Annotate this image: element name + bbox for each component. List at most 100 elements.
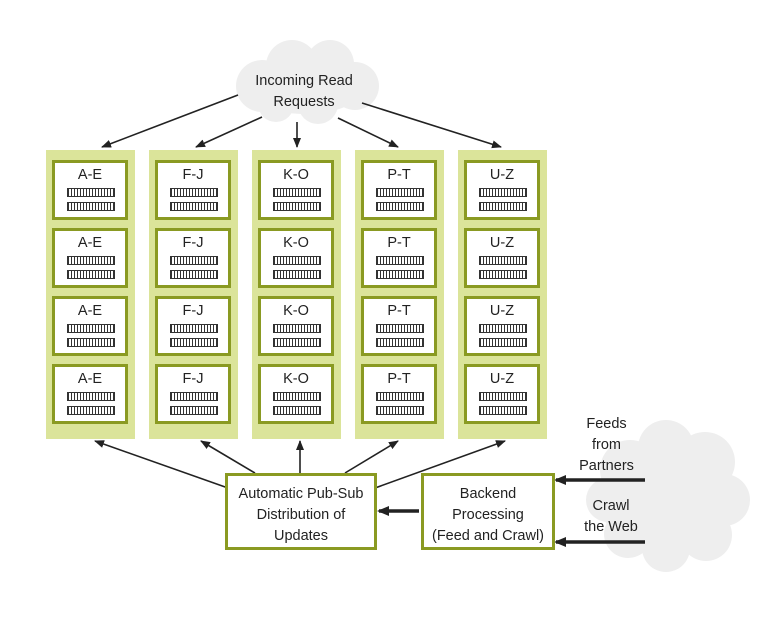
server-label: F-J bbox=[182, 371, 204, 387]
disk-icon bbox=[376, 202, 424, 211]
disk-icon bbox=[273, 324, 321, 333]
disk-icon bbox=[479, 392, 527, 401]
server-label: U-Z bbox=[489, 371, 515, 387]
disk-icon bbox=[376, 256, 424, 265]
disk-icon bbox=[67, 270, 115, 279]
server-label: A-E bbox=[77, 235, 103, 251]
disk-icon bbox=[67, 202, 115, 211]
server-replica[interactable]: F-J bbox=[155, 160, 231, 220]
disk-icon bbox=[479, 324, 527, 333]
pubsub-line3: Updates bbox=[273, 528, 328, 544]
backend-line2: Processing bbox=[452, 507, 524, 523]
disk-icon bbox=[67, 324, 115, 333]
server-replica[interactable]: K-O bbox=[258, 228, 334, 288]
disk-icon bbox=[479, 338, 527, 347]
disk-icon bbox=[170, 406, 218, 415]
disk-icon bbox=[376, 188, 424, 197]
thick-arrows bbox=[377, 475, 645, 547]
server-label: A-E bbox=[77, 371, 103, 387]
disk-icon bbox=[67, 256, 115, 265]
server-label: U-Z bbox=[489, 235, 515, 251]
server-replica[interactable]: U-Z bbox=[464, 296, 540, 356]
disk-icon bbox=[273, 406, 321, 415]
disk-icon bbox=[479, 256, 527, 265]
read-requests-cloud bbox=[236, 40, 379, 124]
disk-icon bbox=[479, 188, 527, 197]
read-requests-line2: Requests bbox=[273, 94, 335, 110]
pubsub-box[interactable]: Automatic Pub-Sub Distribution of Update… bbox=[225, 473, 377, 550]
feeds-label: Feeds from Partners bbox=[570, 414, 643, 477]
server-label: P-T bbox=[387, 371, 411, 387]
server-label: F-J bbox=[182, 303, 204, 319]
server-replica[interactable]: K-O bbox=[258, 160, 334, 220]
disk-icon bbox=[376, 406, 424, 415]
server-replica[interactable]: U-Z bbox=[464, 364, 540, 424]
server-label: A-E bbox=[77, 303, 103, 319]
disk-icon bbox=[170, 256, 218, 265]
shard-column-1: F-J F-J F-J F-J bbox=[149, 150, 238, 439]
server-replica[interactable]: K-O bbox=[258, 364, 334, 424]
disk-icon bbox=[376, 324, 424, 333]
disk-icon bbox=[67, 188, 115, 197]
feeds-line3: Partners bbox=[579, 458, 634, 474]
shard-column-0: A-E A-E A-E A-E bbox=[46, 150, 135, 439]
server-label: U-Z bbox=[489, 303, 515, 319]
server-replica[interactable]: P-T bbox=[361, 364, 437, 424]
disk-icon bbox=[170, 202, 218, 211]
server-label: F-J bbox=[182, 235, 204, 251]
server-label: K-O bbox=[283, 235, 309, 251]
external-sources-cloud bbox=[586, 420, 750, 572]
disk-icon bbox=[170, 270, 218, 279]
server-replica[interactable]: P-T bbox=[361, 296, 437, 356]
disk-icon bbox=[170, 338, 218, 347]
server-replica[interactable]: A-E bbox=[52, 364, 128, 424]
crawl-line2: the Web bbox=[584, 519, 638, 535]
disk-icon bbox=[273, 256, 321, 265]
disk-icon bbox=[479, 202, 527, 211]
server-label: K-O bbox=[283, 371, 309, 387]
shard-column-3: P-T P-T P-T P-T bbox=[355, 150, 444, 439]
backend-line1: Backend bbox=[459, 486, 517, 502]
shard-column-4: U-Z U-Z U-Z U-Z bbox=[458, 150, 547, 439]
disk-icon bbox=[170, 188, 218, 197]
read-requests-text: Incoming Read Requests bbox=[234, 71, 374, 113]
disk-icon bbox=[273, 202, 321, 211]
server-label: P-T bbox=[387, 235, 411, 251]
disk-icon bbox=[376, 392, 424, 401]
server-replica[interactable]: F-J bbox=[155, 296, 231, 356]
read-request-arrows bbox=[101, 94, 502, 149]
disk-icon bbox=[376, 270, 424, 279]
server-replica[interactable]: F-J bbox=[155, 364, 231, 424]
server-replica[interactable]: A-E bbox=[52, 160, 128, 220]
disk-icon bbox=[273, 338, 321, 347]
server-replica[interactable]: K-O bbox=[258, 296, 334, 356]
server-replica[interactable]: A-E bbox=[52, 296, 128, 356]
feeds-line2: from bbox=[592, 437, 621, 453]
server-label: K-O bbox=[283, 303, 309, 319]
disk-icon bbox=[273, 270, 321, 279]
disk-icon bbox=[67, 338, 115, 347]
disk-icon bbox=[170, 392, 218, 401]
disk-icon bbox=[479, 406, 527, 415]
server-replica[interactable]: A-E bbox=[52, 228, 128, 288]
disk-icon bbox=[273, 188, 321, 197]
server-label: U-Z bbox=[489, 167, 515, 183]
crawl-label: Crawl the Web bbox=[575, 496, 647, 538]
server-replica[interactable]: P-T bbox=[361, 228, 437, 288]
server-replica[interactable]: F-J bbox=[155, 228, 231, 288]
disk-icon bbox=[67, 392, 115, 401]
disk-icon bbox=[273, 392, 321, 401]
server-label: P-T bbox=[387, 167, 411, 183]
server-replica[interactable]: U-Z bbox=[464, 160, 540, 220]
server-replica[interactable]: P-T bbox=[361, 160, 437, 220]
backend-line3: (Feed and Crawl) bbox=[431, 528, 544, 544]
server-replica[interactable]: U-Z bbox=[464, 228, 540, 288]
backend-box[interactable]: Backend Processing (Feed and Crawl) bbox=[421, 473, 555, 550]
server-label: A-E bbox=[77, 167, 103, 183]
server-label: K-O bbox=[283, 167, 309, 183]
feeds-line1: Feeds bbox=[586, 416, 627, 432]
shard-column-2: K-O K-O K-O K-O bbox=[252, 150, 341, 439]
disk-icon bbox=[479, 270, 527, 279]
pubsub-line1: Automatic Pub-Sub bbox=[238, 486, 364, 502]
